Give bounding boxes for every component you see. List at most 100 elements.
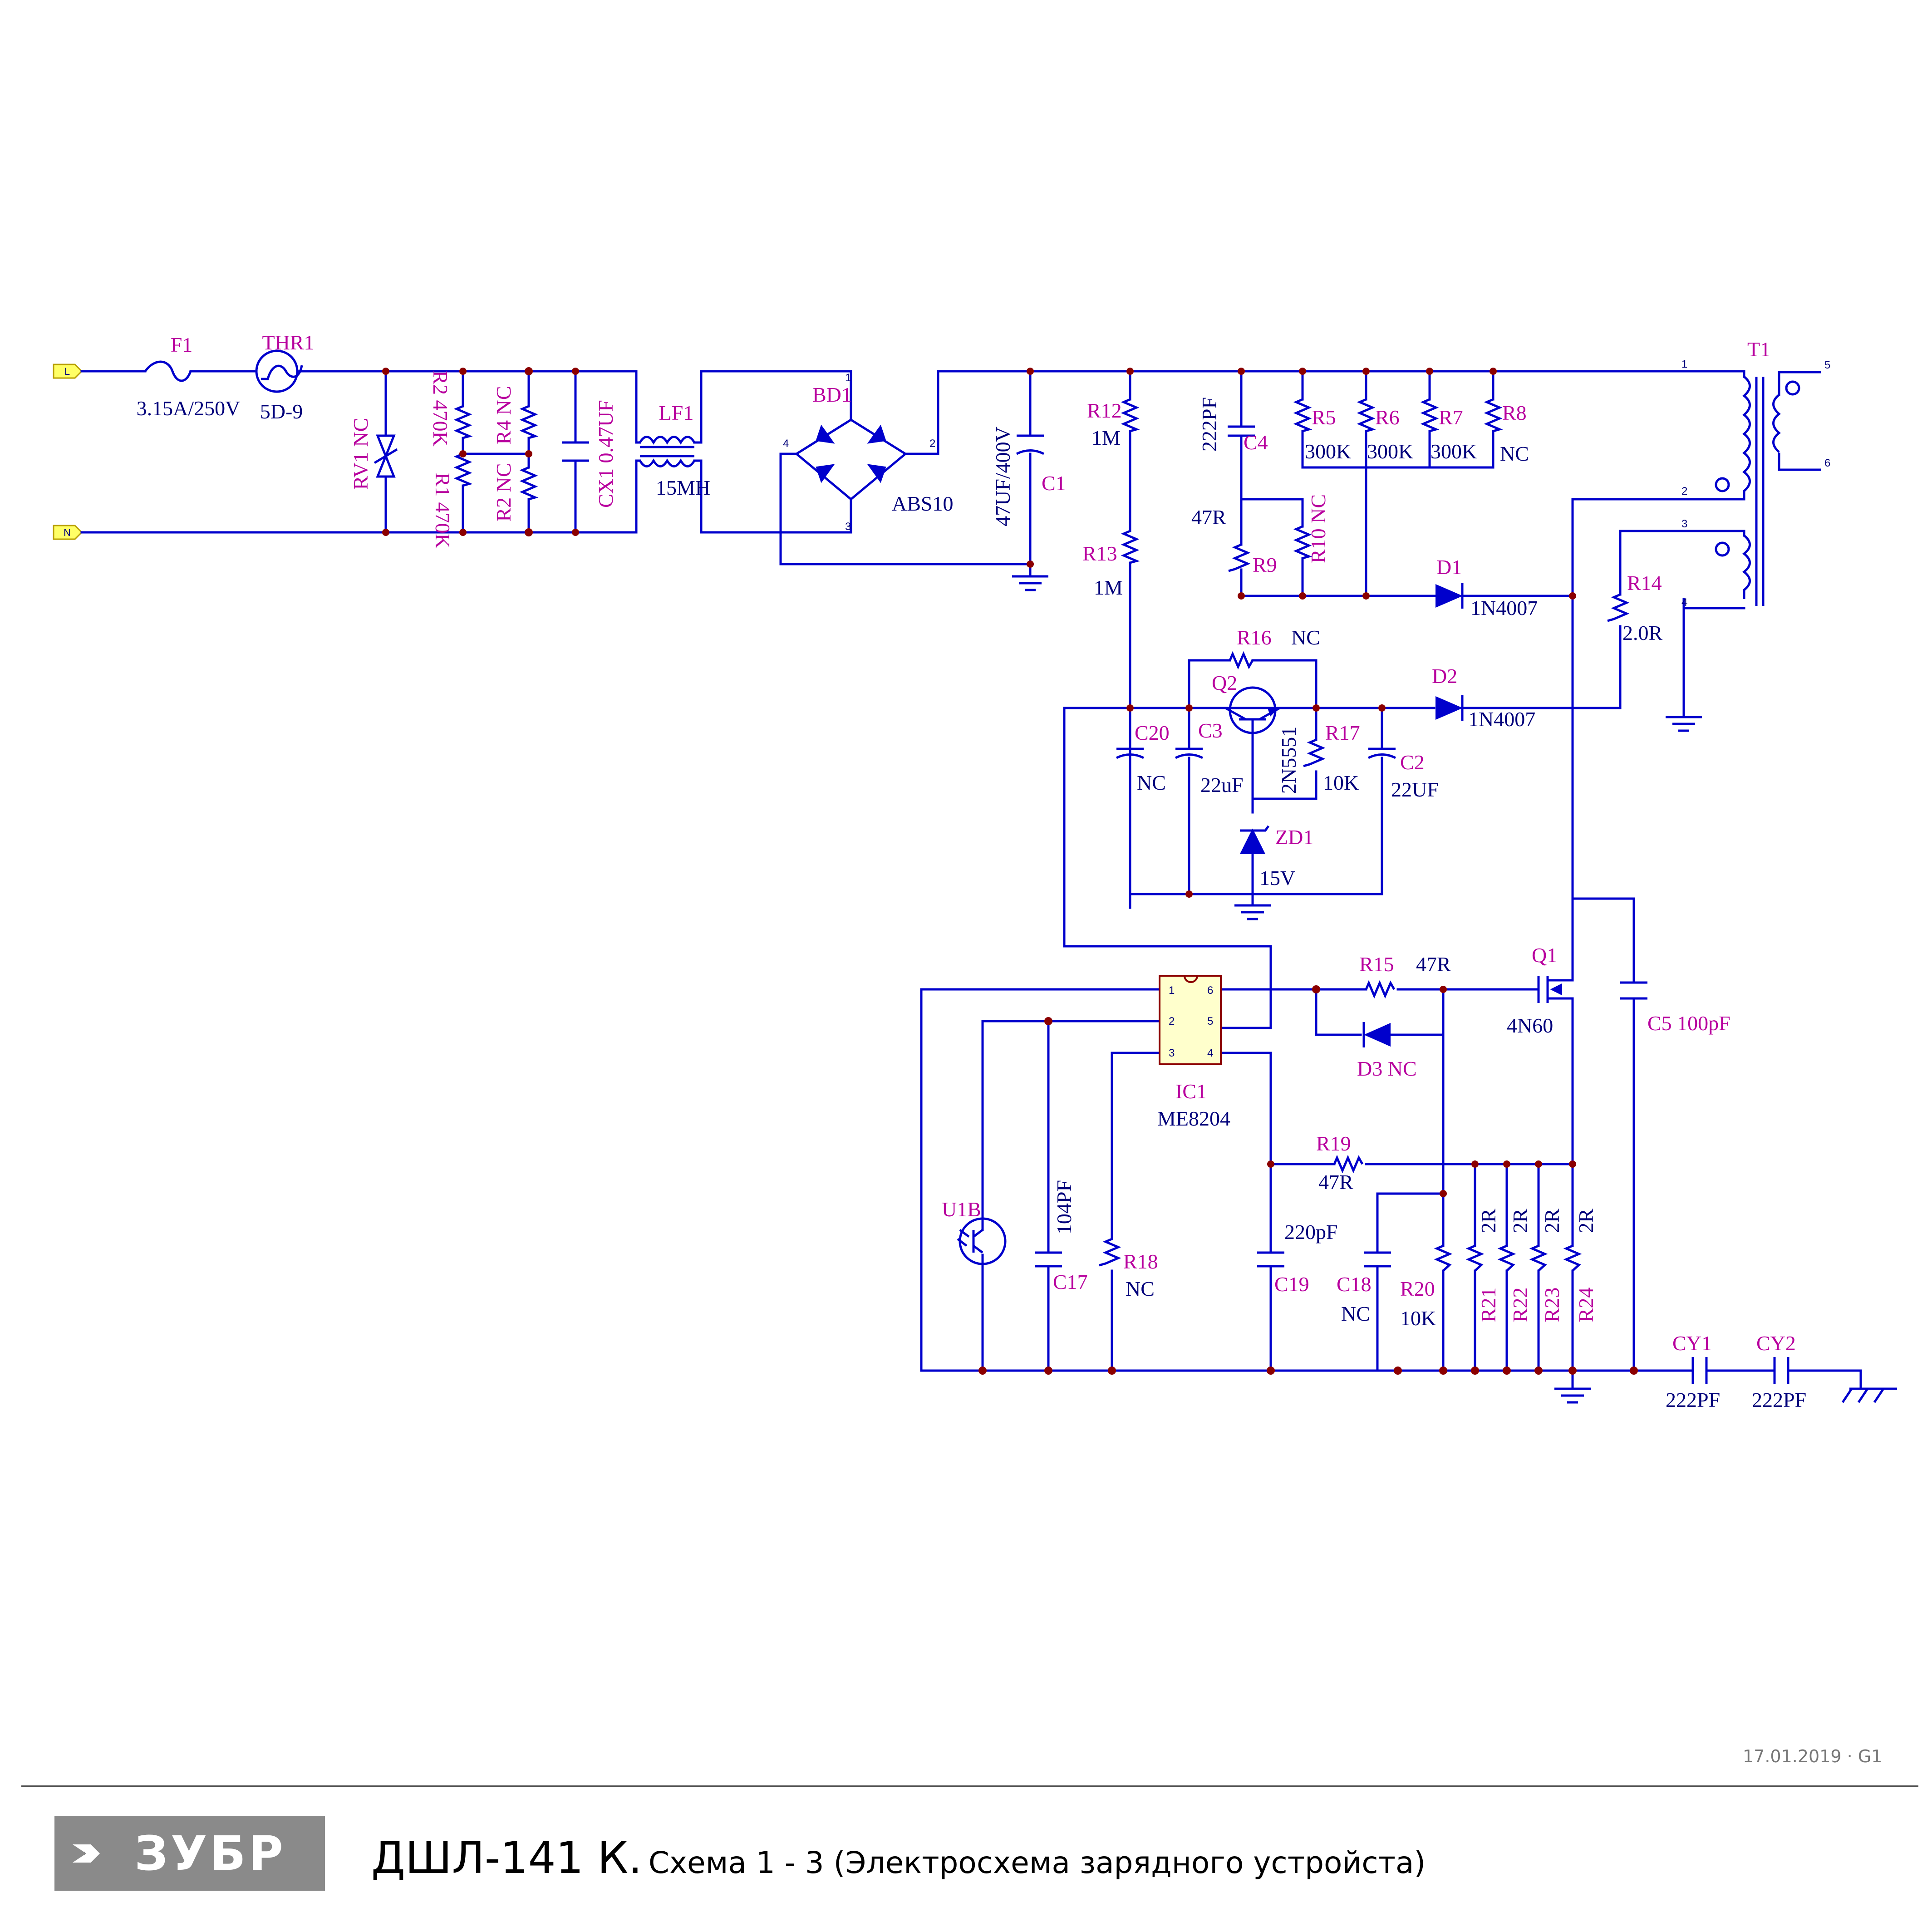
capacitor-c3: C3 22uF [1175, 719, 1244, 796]
resistor-r18: R18 NC [1099, 1238, 1158, 1300]
svg-text:R23: R23 [1540, 1288, 1563, 1322]
ground-c1 [1012, 563, 1048, 591]
svg-text:4: 4 [783, 438, 789, 450]
resistor-r16-nc: R16 NC [1229, 626, 1320, 670]
svg-text:C18: C18 [1337, 1273, 1372, 1296]
svg-text:4: 4 [1681, 596, 1687, 609]
svg-text:LF1: LF1 [659, 401, 694, 424]
capacitor-c4: C4 222PF [1198, 397, 1268, 454]
resistor-r1-470k: R1 470K [431, 452, 473, 549]
svg-text:R5: R5 [1312, 406, 1336, 429]
title-main: ДШЛ-141 К. [371, 1833, 642, 1883]
svg-text:NC: NC [1137, 771, 1166, 794]
svg-text:U1B: U1B [942, 1198, 981, 1221]
zener-zd1: ZD1 15V [1239, 825, 1313, 890]
svg-text:1: 1 [1681, 358, 1687, 370]
svg-text:R21: R21 [1477, 1288, 1500, 1322]
resistor-r24: R24 2R [1563, 1209, 1598, 1322]
port-line: L [53, 364, 83, 379]
regulator-wiring [1063, 659, 1494, 1029]
resistor-r7: R7 300K [1420, 398, 1477, 463]
port-neutral-label: N [64, 527, 71, 538]
capacitor-c1: C1 47UF/400V [991, 427, 1066, 526]
svg-text:R2 NC: R2 NC [492, 463, 515, 521]
svg-text:220pF: 220pF [1284, 1220, 1338, 1244]
svg-text:1N4007: 1N4007 [1468, 708, 1535, 731]
logo-arrow-icon [73, 1844, 100, 1863]
diode-d3-nc: D3 NC [1357, 1022, 1417, 1080]
svg-text:R22: R22 [1509, 1288, 1532, 1322]
svg-text:C5 100pF: C5 100pF [1647, 1012, 1730, 1035]
bridge-bd1: BD1 ABS10 1 2 3 4 [783, 372, 953, 533]
ic-ic1-me8204: 1 2 3 4 5 6 IC1 ME8204 [1157, 975, 1230, 1130]
logo-text: ЗУБР [134, 1826, 286, 1881]
svg-text:47R: 47R [1318, 1170, 1353, 1194]
svg-text:10K: 10K [1323, 771, 1359, 794]
resistor-r10-nc: R10 NC [1293, 494, 1330, 570]
svg-text:300K: 300K [1431, 440, 1477, 463]
input-wiring [80, 370, 1694, 565]
thermistor-thr1: THR1 5D-9 [255, 331, 315, 423]
svg-text:5: 5 [1824, 359, 1830, 371]
svg-text:R13: R13 [1082, 542, 1117, 565]
svg-text:C17: C17 [1053, 1270, 1088, 1293]
transistor-q2: Q2 2N5551 [1212, 671, 1300, 794]
ground-controller [1554, 1387, 1591, 1404]
svg-text:47R: 47R [1191, 506, 1226, 529]
svg-text:22uF: 22uF [1200, 773, 1244, 796]
capacitor-c18: C18 NC [1337, 1251, 1391, 1325]
svg-text:D3 NC: D3 NC [1357, 1057, 1417, 1080]
capacitor-c17: C17 104PF [1035, 1180, 1088, 1293]
svg-text:C2: C2 [1400, 751, 1425, 774]
svg-text:1M: 1M [1091, 426, 1121, 449]
svg-text:ABS10: ABS10 [892, 492, 953, 515]
svg-text:IC1: IC1 [1175, 1080, 1207, 1103]
svg-text:5: 5 [1207, 1015, 1213, 1027]
port-line-label: L [64, 366, 70, 377]
svg-text:2: 2 [1681, 485, 1687, 497]
resistor-r4-nc: R4 NC [492, 386, 539, 445]
svg-text:D1: D1 [1436, 556, 1462, 579]
primary-wiring [1129, 370, 1745, 952]
svg-text:R2 470K: R2 470K [429, 370, 452, 446]
resistor-r19: R19 47R [1316, 1132, 1364, 1194]
svg-text:C20: C20 [1135, 721, 1170, 744]
svg-text:5D-9: 5D-9 [260, 400, 303, 423]
controller-wiring [920, 897, 1862, 1390]
svg-text:47UF/400V: 47UF/400V [991, 427, 1014, 526]
svg-text:2N5551: 2N5551 [1277, 727, 1300, 794]
svg-text:ZD1: ZD1 [1275, 826, 1313, 849]
title-subtitle: Схема 1 - 3 (Электросхема зарядного устр… [648, 1845, 1426, 1880]
svg-text:1N4007: 1N4007 [1470, 596, 1538, 619]
ground-t1 [1666, 716, 1702, 732]
svg-text:C3: C3 [1198, 719, 1223, 742]
svg-text:C4: C4 [1244, 431, 1268, 454]
diode-d1: D1 1N4007 [1435, 556, 1538, 619]
resistor-r13: R13 1M [1082, 530, 1140, 599]
mosfet-q1: Q1 4N60 [1507, 944, 1574, 1037]
svg-text:RV1 NC: RV1 NC [349, 418, 372, 490]
svg-text:6: 6 [1824, 457, 1830, 469]
capacitor-cy2: CY2 222PF [1752, 1332, 1806, 1411]
svg-text:R7: R7 [1439, 406, 1463, 429]
capacitor-c19: C19 220pF [1257, 1220, 1338, 1296]
svg-text:R4 NC: R4 NC [492, 386, 515, 444]
svg-text:R24: R24 [1574, 1288, 1598, 1322]
choke-lf1: LF1 15MH [635, 401, 710, 499]
capacitor-c20: C20 NC [1116, 721, 1170, 794]
svg-text:NC: NC [1341, 1302, 1370, 1325]
svg-text:222PF: 222PF [1666, 1388, 1720, 1411]
svg-text:R18: R18 [1123, 1250, 1158, 1273]
svg-text:2R: 2R [1540, 1209, 1563, 1233]
svg-text:2: 2 [1169, 1015, 1175, 1027]
svg-text:10K: 10K [1400, 1307, 1436, 1330]
svg-text:CY2: CY2 [1756, 1332, 1796, 1355]
svg-text:104PF: 104PF [1052, 1180, 1076, 1234]
svg-text:3: 3 [1681, 518, 1687, 530]
svg-text:2R: 2R [1509, 1209, 1532, 1233]
svg-text:Q2: Q2 [1212, 671, 1237, 694]
resistor-r2-470k: R2 470K [429, 370, 473, 447]
transformer-t1: T1 1 2 3 4 5 6 [1681, 338, 1830, 609]
